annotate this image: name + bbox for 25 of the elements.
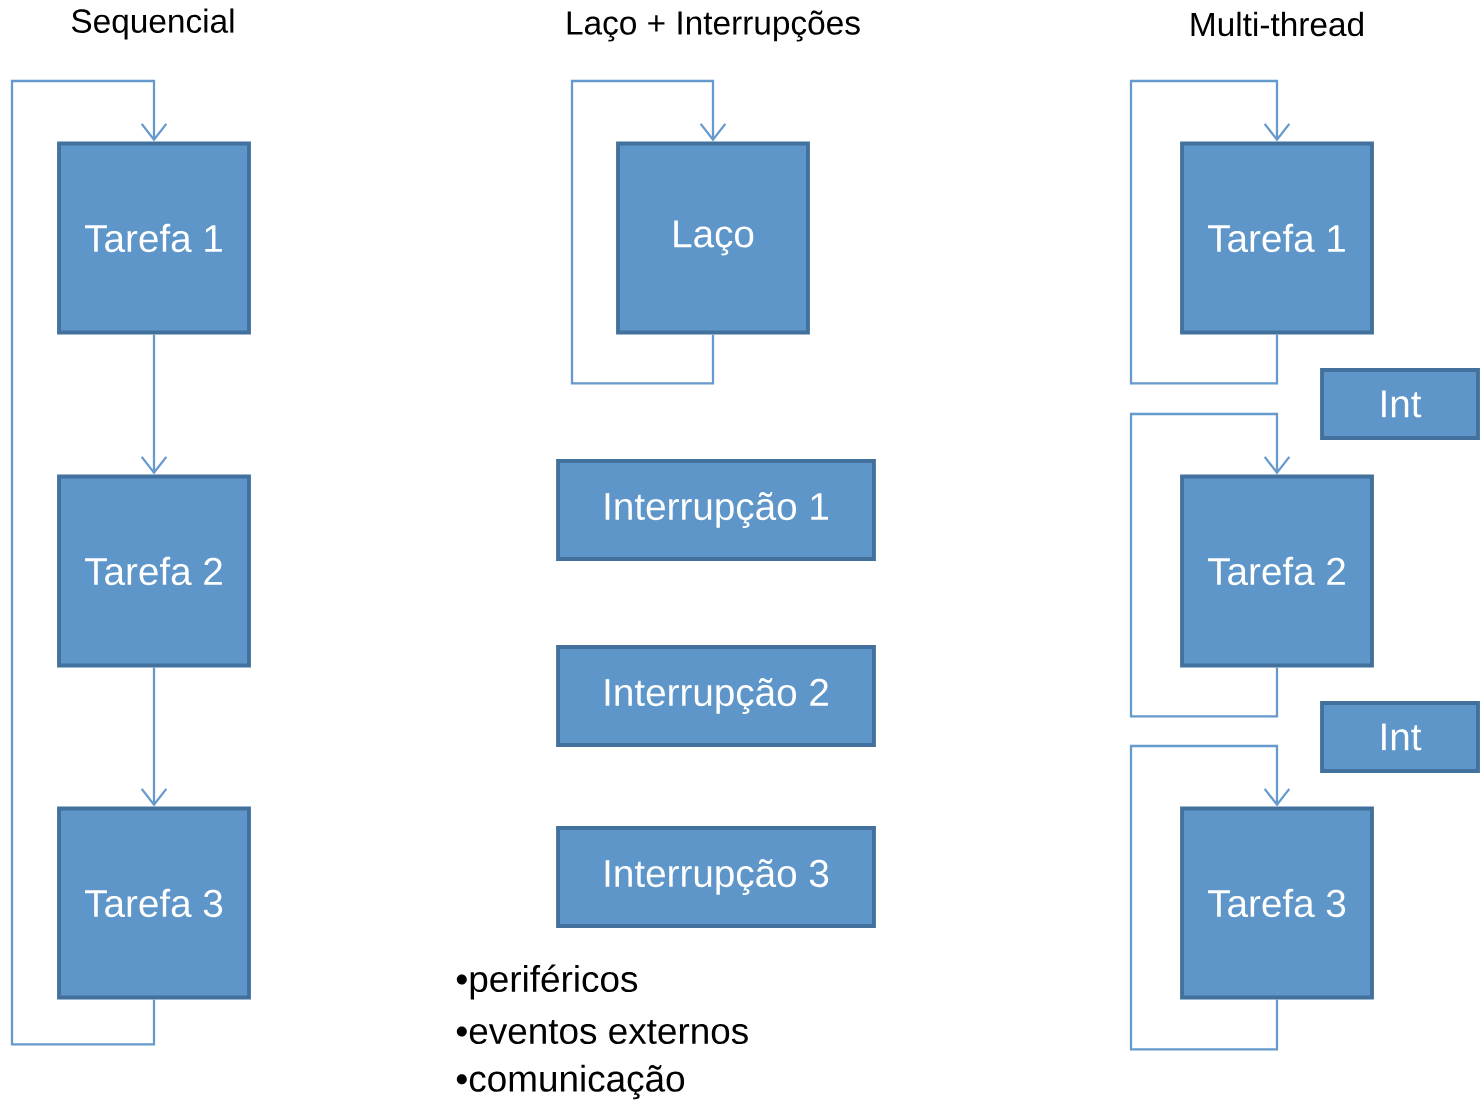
process-box: Tarefa 1 — [1180, 141, 1374, 335]
arrow — [140, 667, 168, 807]
process-box: Interrupção 1 — [556, 459, 876, 561]
arrow — [10, 79, 168, 1046]
column-heading: Multi-thread — [1191, 11, 1363, 37]
process-box: Laço — [616, 141, 810, 335]
bullet-item: •eventos externos — [456, 1019, 748, 1045]
bullet-item: •comunicação — [456, 1064, 685, 1100]
column-heading: Sequencial — [71, 8, 234, 40]
process-box: Int — [1320, 368, 1480, 440]
arrow — [570, 79, 727, 385]
arrow — [1129, 744, 1291, 1051]
process-box: Tarefa 3 — [57, 806, 251, 1000]
process-box: Interrupção 2 — [556, 645, 876, 747]
process-box: Tarefa 2 — [1180, 474, 1374, 668]
arrow — [140, 334, 168, 475]
process-box: Tarefa 3 — [1180, 806, 1374, 1000]
process-box: Tarefa 2 — [57, 474, 251, 668]
arrow — [1129, 79, 1291, 385]
process-box: Int — [1320, 701, 1480, 773]
process-box: Tarefa 1 — [57, 141, 251, 335]
bullet-item: •periféricos — [456, 964, 638, 1000]
column-heading: Laço + Interrupções — [567, 10, 860, 42]
process-box: Interrupção 3 — [556, 826, 876, 928]
arrow — [1129, 412, 1291, 718]
